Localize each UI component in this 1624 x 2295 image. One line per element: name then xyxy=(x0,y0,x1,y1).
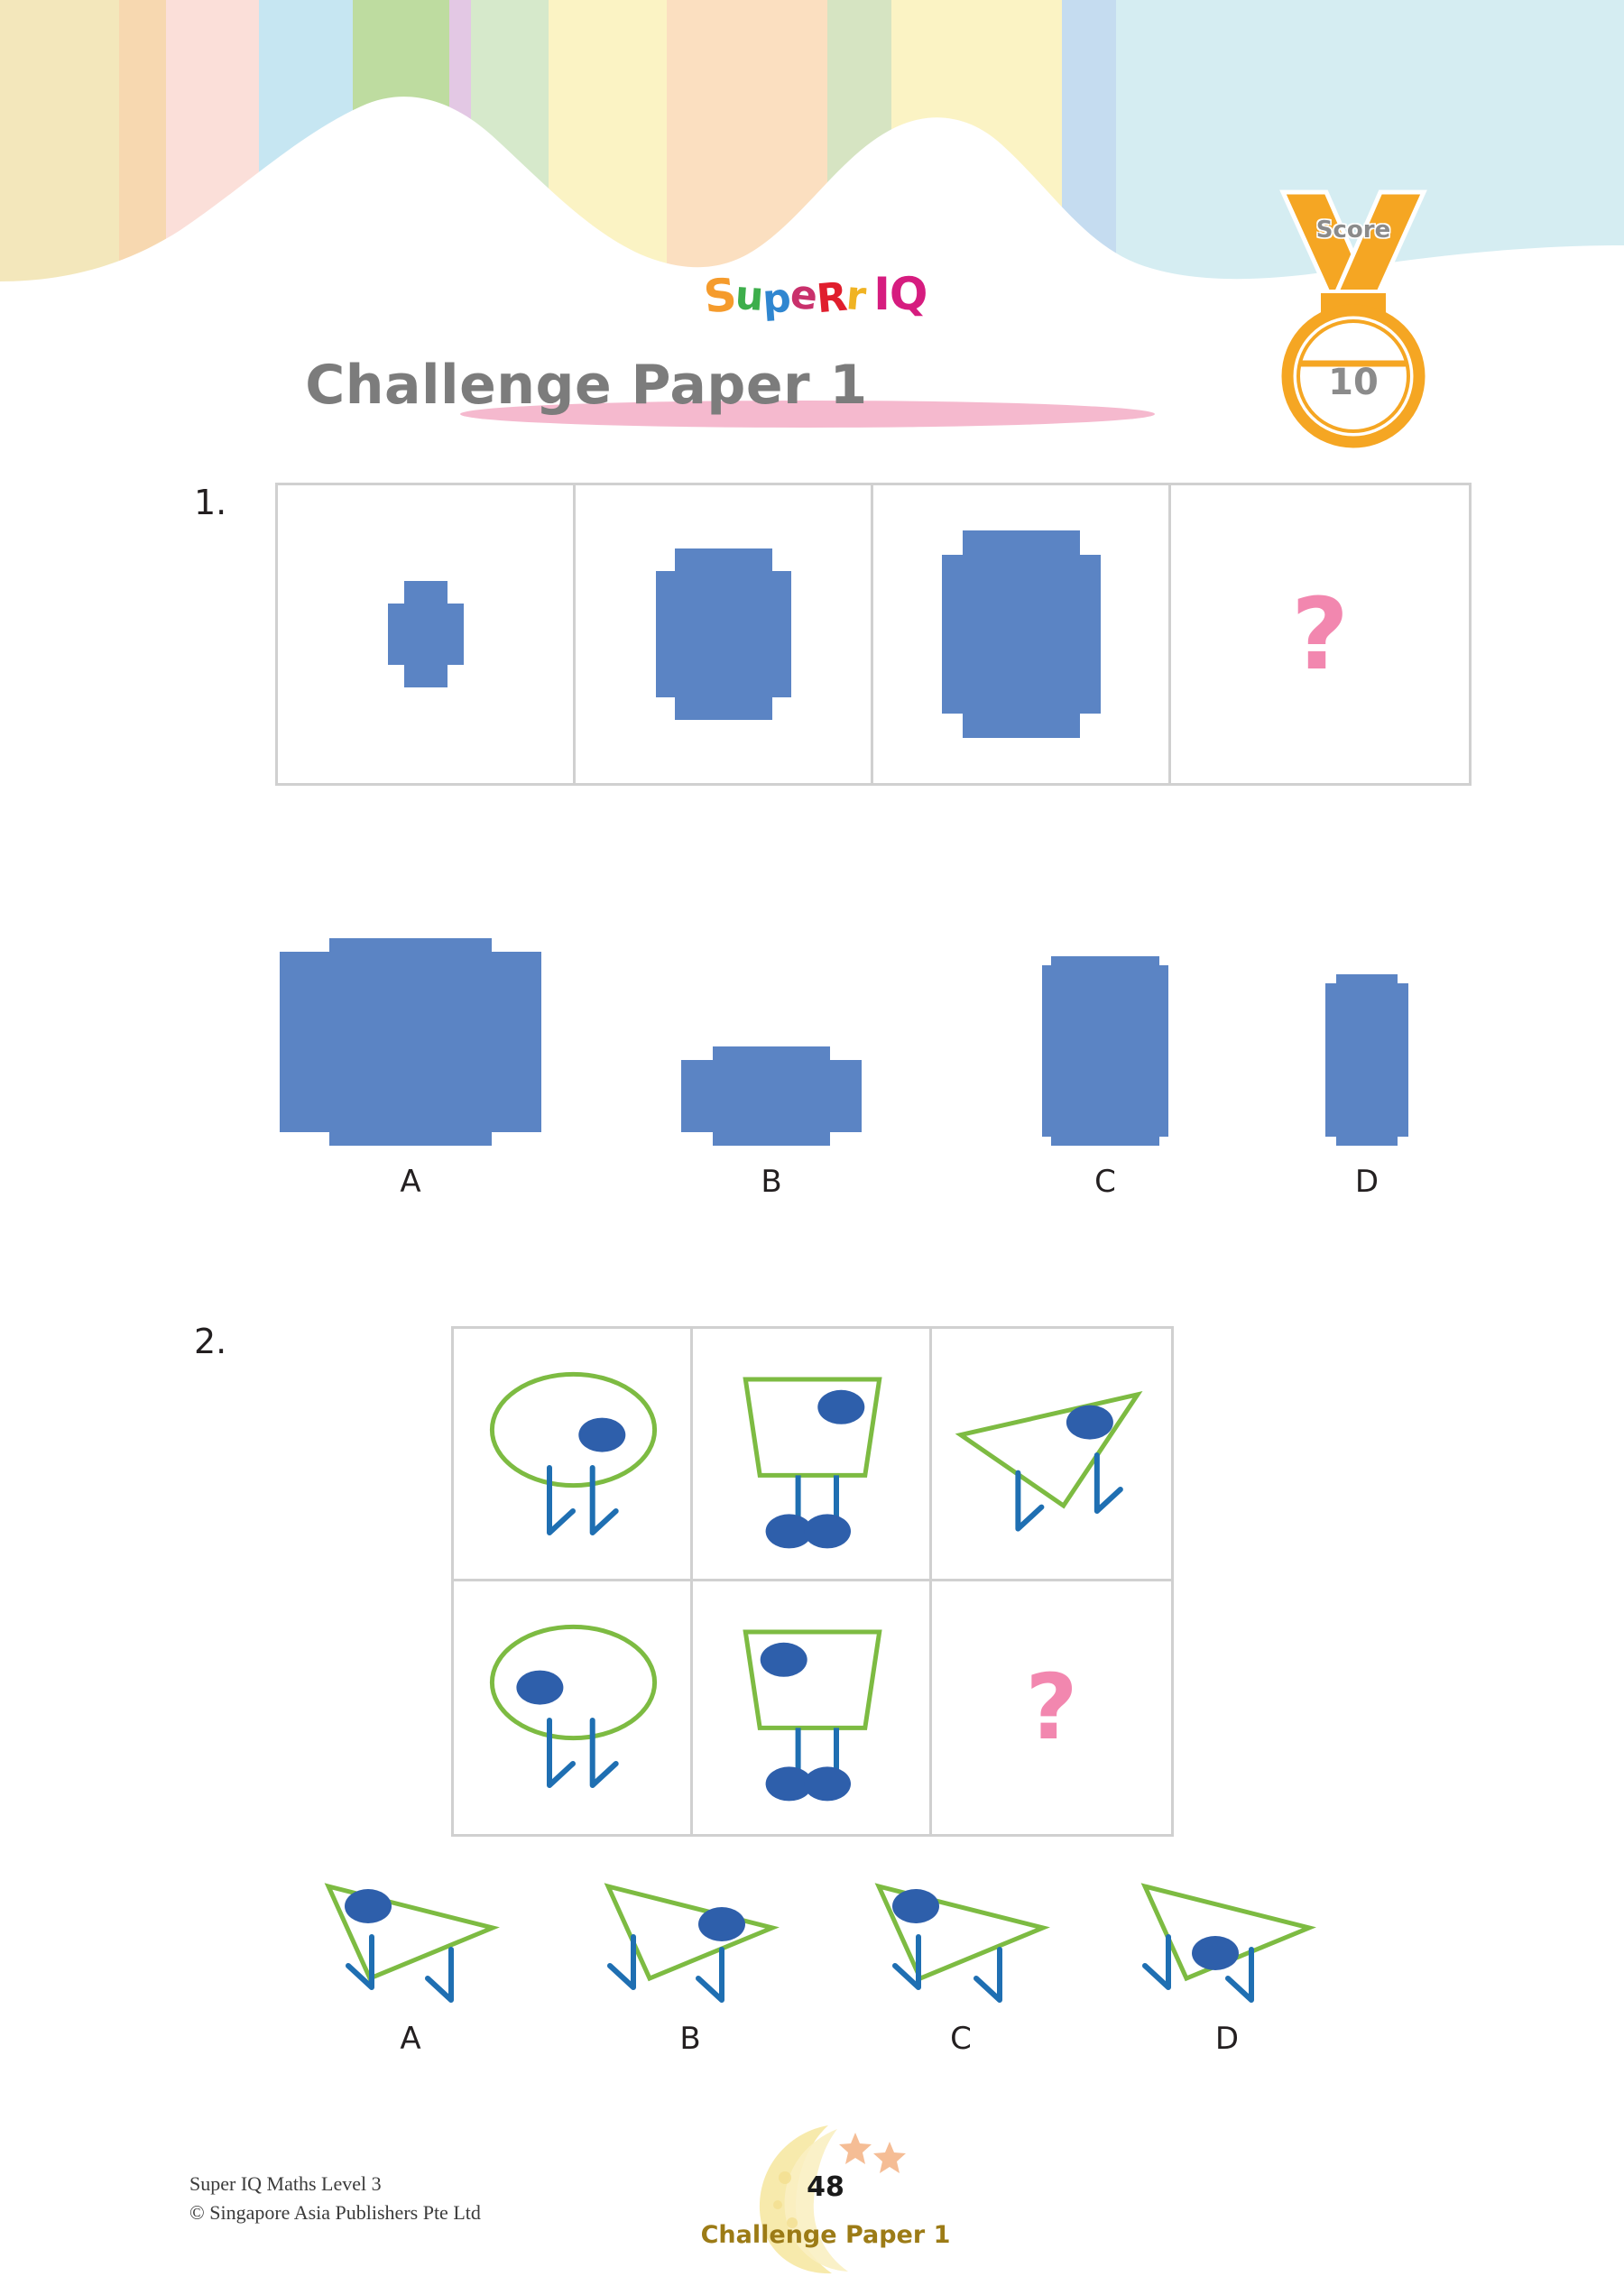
option-a-triangle-figure xyxy=(324,1883,500,2003)
question-mark-icon: ? xyxy=(1291,576,1349,692)
q2-grid-cell-1-2 xyxy=(693,1329,932,1581)
q2-option-label-d: D xyxy=(1214,2021,1240,2057)
question-1-number: 1. xyxy=(194,483,227,522)
question-2-number: 2. xyxy=(194,1322,227,1361)
q2-grid-row-1 xyxy=(454,1329,1171,1581)
figure-trapezoid-oval-left xyxy=(743,1629,882,1802)
logo-letter-1: u xyxy=(734,272,765,320)
footer-line-1: Super IQ Maths Level 3 xyxy=(189,2172,382,2195)
option-c-triangle[interactable] xyxy=(866,1872,1056,2007)
q1-shape-small-cross xyxy=(278,485,573,783)
option-a-triangle[interactable] xyxy=(316,1872,505,2007)
score-medal: Score 10 xyxy=(1263,185,1444,451)
q1-sequence-cell-1 xyxy=(278,485,576,783)
q2-grid-cell-1-1 xyxy=(454,1329,693,1581)
option-c-triangle-figure xyxy=(874,1883,1050,2003)
footer-line-2: © Singapore Asia Publishers Pte Ltd xyxy=(189,2200,481,2224)
title-swash-decoration xyxy=(460,401,1155,428)
option-b-wide-plus[interactable] xyxy=(681,1046,862,1146)
page-title: Challenge Paper 1 xyxy=(305,354,868,417)
figure-ellipse-oval-left xyxy=(489,1624,658,1788)
q1-sequence-cell-3 xyxy=(873,485,1171,783)
option-a-large-plus[interactable] xyxy=(280,938,541,1146)
q1-sequence-cell-4: ? xyxy=(1171,485,1469,783)
logo-letter-6: I xyxy=(873,268,890,320)
score-label: Score xyxy=(1315,217,1391,244)
figure-triangle-oval-right xyxy=(955,1390,1143,1532)
cross-shape xyxy=(387,581,464,687)
question-1-sequence-row: ? xyxy=(275,483,1472,786)
cross-shape xyxy=(655,548,791,720)
q2-grid-row-2: ? xyxy=(454,1581,1171,1834)
cross-shape xyxy=(280,938,541,1146)
q2-option-label-b: B xyxy=(679,2021,701,2057)
option-d-triangle-figure xyxy=(1140,1883,1316,2003)
footer-paper-label: Challenge Paper 1 xyxy=(700,2221,951,2249)
scallop-mask xyxy=(0,97,1624,289)
q2-grid-cell-1-3 xyxy=(932,1329,1171,1581)
footer-credit: Super IQ Maths Level 3 © Singapore Asia … xyxy=(189,2170,481,2227)
cross-shape xyxy=(681,1046,862,1146)
q2-grid-cell-2-2 xyxy=(693,1581,932,1834)
q2-grid-cell-2-3: ? xyxy=(932,1581,1171,1834)
logo-letter-7: Q xyxy=(889,268,928,320)
question-mark-icon: ? xyxy=(1025,1654,1078,1760)
footer-moon-badge: 48 Challenge Paper 1 xyxy=(701,2122,950,2280)
q2-grid-cell-2-1 xyxy=(454,1581,693,1834)
cross-shape xyxy=(941,530,1101,738)
option-b-triangle[interactable] xyxy=(595,1872,785,2007)
cross-shape xyxy=(1325,974,1408,1146)
question-2-matrix-grid: ? xyxy=(451,1326,1174,1837)
q1-shape-medium-cross xyxy=(576,485,871,783)
figure-ellipse-oval-right xyxy=(489,1371,658,1535)
color-stripe-0 xyxy=(0,0,119,289)
option-d-narrow-block[interactable] xyxy=(1325,974,1408,1146)
q1-option-label-c: C xyxy=(1094,1164,1116,1200)
option-d-triangle[interactable] xyxy=(1132,1872,1322,2007)
q1-shape-large-cross xyxy=(873,485,1168,783)
q2-option-label-a: A xyxy=(400,2021,421,2057)
color-stripe-1 xyxy=(119,0,166,289)
q2-option-label-c: C xyxy=(950,2021,972,2057)
q1-sequence-cell-2 xyxy=(576,485,873,783)
logo-letter-5: r xyxy=(844,272,867,320)
option-c-tall-block[interactable] xyxy=(1042,956,1168,1146)
q1-option-label-a: A xyxy=(400,1164,421,1200)
page-title-block: Challenge Paper 1 xyxy=(0,354,1173,428)
q1-option-label-b: B xyxy=(761,1164,782,1200)
medal-icon xyxy=(1279,189,1427,448)
crescent-moon-icon xyxy=(759,2125,906,2274)
page-number: 48 xyxy=(807,2171,844,2203)
logo-letter-0: S xyxy=(701,268,739,324)
cross-shape xyxy=(1042,956,1168,1146)
option-b-triangle-figure xyxy=(604,1883,780,2003)
figure-trapezoid-oval-right xyxy=(743,1377,882,1549)
score-value: 10 xyxy=(1328,362,1379,403)
q1-option-label-d: D xyxy=(1354,1164,1379,1200)
logo-letter-4: R xyxy=(814,273,848,323)
